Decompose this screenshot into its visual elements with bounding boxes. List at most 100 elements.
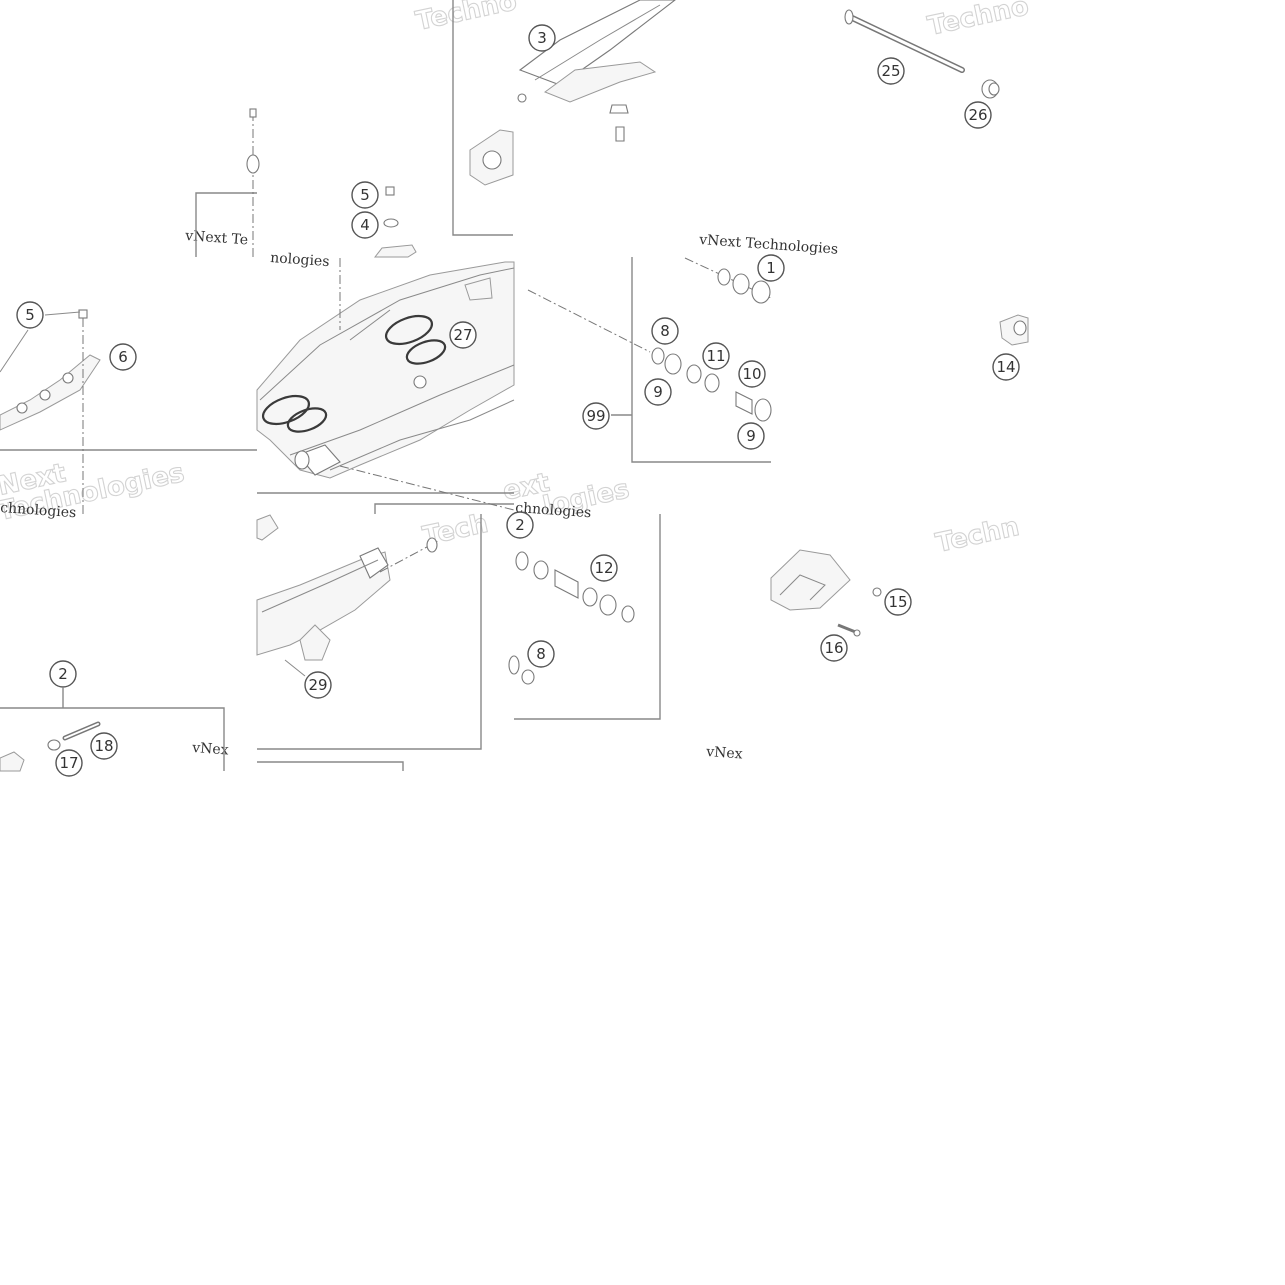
svg-text:27: 27 xyxy=(453,326,472,344)
guide-hole-1 xyxy=(16,402,28,414)
svg-text:29: 29 xyxy=(308,676,327,694)
svg-text:5: 5 xyxy=(360,186,370,204)
pivot-piece-14 xyxy=(999,314,1029,346)
slider-nut-17 xyxy=(47,739,61,751)
svg-text:11: 11 xyxy=(706,347,725,365)
chain-slider-piece xyxy=(543,61,657,103)
bearing-top-3 xyxy=(751,280,771,304)
bearing-9-right xyxy=(754,398,772,422)
watermark-tech-right: Techn xyxy=(933,512,1022,559)
watermark-vnex-left: vNex xyxy=(191,740,229,759)
callout-5-left: 5 xyxy=(16,301,44,329)
leader-5b-right xyxy=(44,311,81,316)
bearing-kit-upper xyxy=(527,257,772,422)
pivot-boss xyxy=(297,444,341,476)
svg-text:9: 9 xyxy=(653,383,663,401)
svg-text:8: 8 xyxy=(536,645,546,663)
bearing-11-b xyxy=(704,373,720,393)
bearing-kit-lower xyxy=(508,551,635,685)
watermark-vnext-full-right: vNext Technologies xyxy=(698,232,839,258)
callout-4: 4 xyxy=(351,211,379,239)
watermark-chnologies-mid: chnologies xyxy=(515,500,592,521)
arm-edge-line xyxy=(534,4,661,81)
callout-29: 29 xyxy=(304,671,332,699)
lower-bearing-edge xyxy=(508,655,520,675)
swingarm-lower-edge xyxy=(289,364,515,456)
frame-slider-kit xyxy=(0,707,225,771)
svg-text:4: 4 xyxy=(360,216,370,234)
callout-26: 26 xyxy=(964,101,992,129)
body-bolt-hole xyxy=(413,375,427,389)
bolt-small xyxy=(615,126,625,142)
screw-5b xyxy=(78,309,88,319)
lower-bearing-8 xyxy=(521,669,535,685)
cover-plate-piece xyxy=(373,244,417,258)
arm-pivot-hole xyxy=(517,93,527,103)
svg-text:2: 2 xyxy=(515,516,525,534)
svg-text:3: 3 xyxy=(537,29,547,47)
seal-ring-left-lower xyxy=(286,407,328,433)
axle-head xyxy=(844,9,854,25)
washer-4 xyxy=(383,218,399,228)
watermark-techno-top: Techno xyxy=(413,0,519,37)
nut-small xyxy=(609,104,629,114)
lower-arm-shape xyxy=(256,551,391,656)
swingarm-lower-half xyxy=(256,514,441,677)
body-bracket xyxy=(464,277,493,301)
screw-15 xyxy=(872,587,882,597)
svg-text:17: 17 xyxy=(59,754,78,772)
watermark-techno-top-right: Techno xyxy=(925,0,1031,42)
frame-bottom-box xyxy=(257,761,404,771)
frame-bolt-bracket xyxy=(195,192,257,257)
lower-bearing-2 xyxy=(533,560,549,580)
seal-ring-27 xyxy=(405,339,447,365)
slider-bolt-core xyxy=(64,723,99,739)
svg-text:9: 9 xyxy=(746,427,756,445)
chain-guide-right-body xyxy=(770,549,851,611)
callout-8-upper: 8 xyxy=(651,317,679,345)
watermark-chnologies-left: chnologies xyxy=(0,500,77,521)
callout-8-lower: 8 xyxy=(527,640,555,668)
callout-15: 15 xyxy=(884,588,912,616)
lower-bearing-sleeve xyxy=(554,569,579,599)
svg-text:26: 26 xyxy=(968,106,987,124)
frame-lower-box xyxy=(257,514,482,750)
lower-bearing-1 xyxy=(515,551,529,571)
frames xyxy=(0,0,771,771)
callout-9-right: 9 xyxy=(737,422,765,450)
slider-block xyxy=(0,751,25,772)
swingarm-arm-top xyxy=(469,0,676,186)
callout-11: 11 xyxy=(702,342,730,370)
svg-text:15: 15 xyxy=(888,593,907,611)
frame-top-left-box xyxy=(452,0,513,236)
chain-guide-left xyxy=(0,309,101,514)
callout-2-mid: 2 xyxy=(506,511,534,539)
svg-text:16: 16 xyxy=(824,639,843,657)
bolt-head-top xyxy=(249,108,257,118)
bolt-16-end xyxy=(853,629,861,637)
callout-5-upper: 5 xyxy=(351,181,379,209)
callout-1: 1 xyxy=(757,254,785,282)
watermark-vnext-tech-a: vNext Te xyxy=(184,228,249,248)
bearing-top-1 xyxy=(717,268,731,286)
svg-text:14: 14 xyxy=(996,358,1015,376)
bearing-11-a xyxy=(686,364,702,384)
bearing-9 xyxy=(664,353,682,375)
callout-27: 27 xyxy=(449,321,477,349)
svg-text:2: 2 xyxy=(58,665,68,683)
leader-29 xyxy=(284,659,306,677)
watermark-vnex-right: vNex xyxy=(705,744,743,763)
callout-25: 25 xyxy=(877,57,905,85)
bearing-sleeve-10 xyxy=(735,391,753,415)
bearing-seal-8 xyxy=(651,347,665,365)
svg-text:18: 18 xyxy=(94,737,113,755)
lower-arm-tab xyxy=(299,624,331,661)
frame-lower-box-top xyxy=(374,503,514,514)
callout-16: 16 xyxy=(820,634,848,662)
svg-text:8: 8 xyxy=(660,322,670,340)
axle-spacer-26-inner xyxy=(988,82,1000,96)
callout-14: 14 xyxy=(992,353,1020,381)
clamp-hole xyxy=(482,150,502,170)
svg-text:25: 25 xyxy=(881,62,900,80)
body-detail-line xyxy=(349,309,391,341)
